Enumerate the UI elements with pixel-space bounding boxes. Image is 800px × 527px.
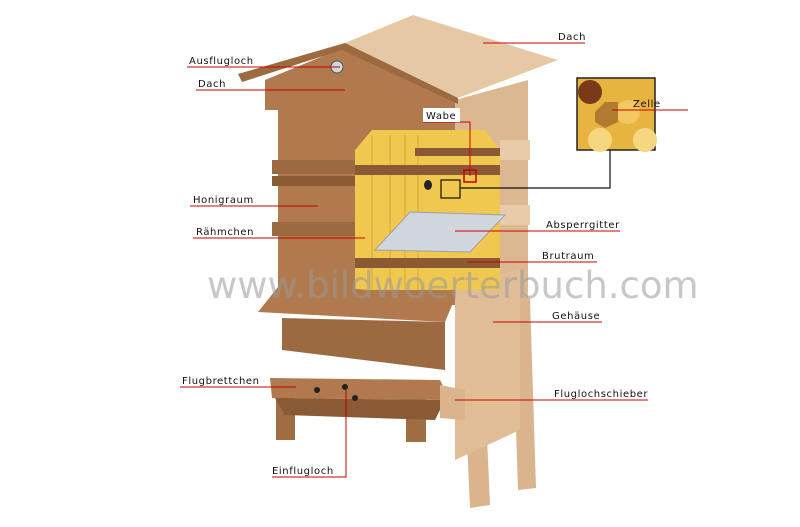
flugbrettchen-board (270, 378, 450, 400)
zoom-connector (460, 150, 611, 189)
fluglochschieber-slider (440, 385, 465, 420)
queen-excluder (373, 211, 507, 253)
hive-battens (272, 140, 530, 236)
frames (355, 148, 500, 268)
label-dach-left: Dach (198, 79, 226, 90)
base-board (275, 398, 445, 420)
bee (342, 384, 348, 390)
entrance-front (282, 318, 445, 370)
roof-shelf (258, 282, 455, 322)
gehaeuse-box (455, 268, 520, 460)
wabe-label-background (423, 108, 460, 122)
label-wabe: Wabe (426, 111, 456, 122)
label-brutraum: Brutraum (542, 251, 594, 262)
label-absperrgitter: Absperrgitter (546, 220, 620, 231)
label-flugbrettchen: Flugbrettchen (182, 376, 260, 387)
roof-top (238, 15, 558, 98)
zoom-marker (440, 179, 461, 199)
label-zelle: Zelle (633, 99, 661, 110)
label-dach-top: Dach (558, 32, 586, 43)
watermark: www.bildwoerterbuch.com (207, 264, 699, 307)
label-raehmchen: Rähmchen (196, 227, 254, 238)
bee (424, 180, 432, 190)
label-gehaeuse: Gehäuse (552, 311, 600, 322)
label-ausflugloch: Ausflugloch (189, 56, 254, 67)
label-honigraum: Honigraum (193, 195, 254, 206)
bee (314, 387, 320, 393)
label-einflugloch: Einflugloch (272, 466, 334, 477)
zelle-inset (576, 77, 657, 152)
label-fluglochschieber: Fluglochschieber (554, 389, 648, 400)
bee (352, 395, 358, 401)
roof-front (265, 47, 455, 110)
roof-edge (238, 43, 458, 104)
